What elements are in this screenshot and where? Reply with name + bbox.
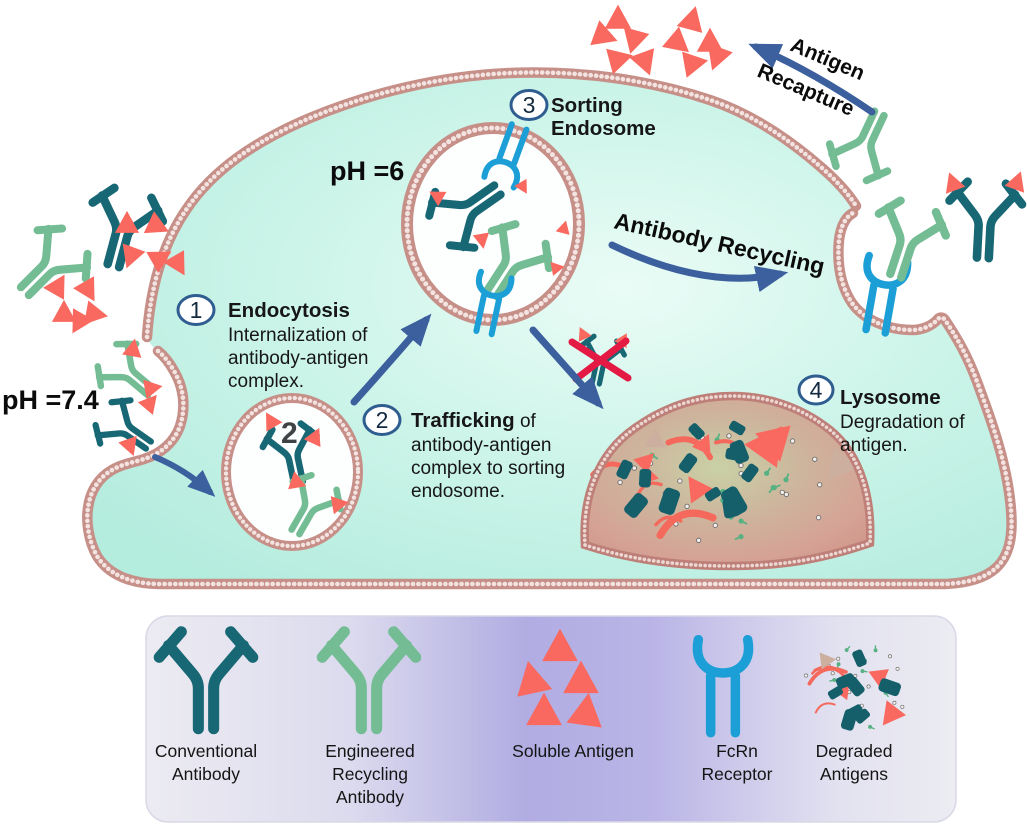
vesicle-number-label: 2 <box>281 417 298 450</box>
lysosome <box>585 396 871 566</box>
soluble-antigen-icon <box>604 4 632 29</box>
step-3-circle <box>509 89 549 121</box>
soluble-antigen-icon <box>51 299 77 322</box>
conventional-antibody-icon <box>947 181 1023 260</box>
step-2-line: antibody-antigen <box>411 435 552 456</box>
step-1-circle <box>176 294 216 326</box>
step-4-title: Lysosome <box>840 386 941 409</box>
sorting-endosome <box>401 121 585 336</box>
legend-item-conventional-antibody: Conventional Antibody <box>155 632 257 784</box>
legend-item-soluble-antigen: Soluble Antigen <box>510 628 634 761</box>
legend-label: Engineered <box>325 741 415 761</box>
endocytosis-arrow <box>152 454 216 497</box>
blocked-antibody-complex <box>568 323 634 388</box>
legend-panel: Conventional Antibody Engineered Recycli… <box>145 615 957 823</box>
step-4-circle <box>797 374 835 406</box>
step-2: 2 Trafficking of antibody-antigen comple… <box>362 404 565 502</box>
step-2-circle <box>362 404 402 436</box>
antigen-recapture-arrow <box>748 43 876 116</box>
step-4-line: Degradation of <box>840 412 965 433</box>
legend-label: Degraded <box>816 741 893 761</box>
engineered-recycling-antibody-icon <box>862 195 952 286</box>
legend-item-degraded-antigens: Degraded Antigens <box>804 645 907 784</box>
step-2-line: complex to sorting <box>411 458 565 479</box>
step-2-number: 2 <box>376 407 389 433</box>
ph-endosomal-label: pH =6 <box>330 156 404 186</box>
trafficking-arrow <box>350 313 432 406</box>
step-2-title: Trafficking of <box>411 409 537 432</box>
soluble-antigen-icon <box>682 47 711 78</box>
legend-item-engineered-recycling-antibody: Engineered Recycling Antibody <box>322 632 416 807</box>
step-1-number: 1 <box>190 297 203 323</box>
step-4: 4 Lysosome Degradation of antigen. <box>797 374 965 456</box>
soluble-antigen-icon <box>629 48 663 81</box>
legend-item-fcrn-receptor: FcRn Receptor <box>697 640 773 784</box>
legend-label: Antigens <box>820 764 888 784</box>
legend-label: Receptor <box>701 764 772 784</box>
antibody-recycling-arrow <box>608 241 789 292</box>
legend-label: Recycling <box>332 764 408 784</box>
step-3-number: 3 <box>523 92 536 118</box>
legend-label: FcRn <box>716 741 758 761</box>
step-1-line: antibody-antigen <box>228 348 369 369</box>
step-4-number: 4 <box>810 377 823 403</box>
ph-extracellular-label: pH =7.4 <box>2 385 99 415</box>
degraded-antigens-icon <box>804 645 907 731</box>
cross-out-icon <box>572 337 630 383</box>
engineered-recycling-antibody-icon <box>1 217 99 315</box>
endocytic-vesicle: 2 <box>221 393 363 551</box>
step-4-line: antigen. <box>840 435 908 456</box>
legend-label: Soluble Antigen <box>512 741 634 761</box>
to-lysosome-arrow <box>529 326 604 410</box>
step-1-line: Internalization of <box>228 325 368 346</box>
legend-label: Antibody <box>336 787 404 807</box>
step-3-title: Endosome <box>551 117 656 140</box>
legend-label: Antibody <box>172 764 240 784</box>
step-1-line: complex. <box>228 371 304 392</box>
step-2-line: endosome. <box>411 481 505 502</box>
legend-label: Conventional <box>155 741 257 761</box>
degraded-antigens-cluster <box>590 420 860 543</box>
step-1: 1 Endocytosis Internalization of antibod… <box>176 294 369 392</box>
step-1-title: Endocytosis <box>228 299 350 322</box>
step-3-title: Sorting <box>551 94 623 117</box>
step-3: 3 Sorting Endosome <box>509 89 656 140</box>
soluble-antigen-icon <box>676 2 709 33</box>
soluble-antigen-icon <box>84 300 111 329</box>
